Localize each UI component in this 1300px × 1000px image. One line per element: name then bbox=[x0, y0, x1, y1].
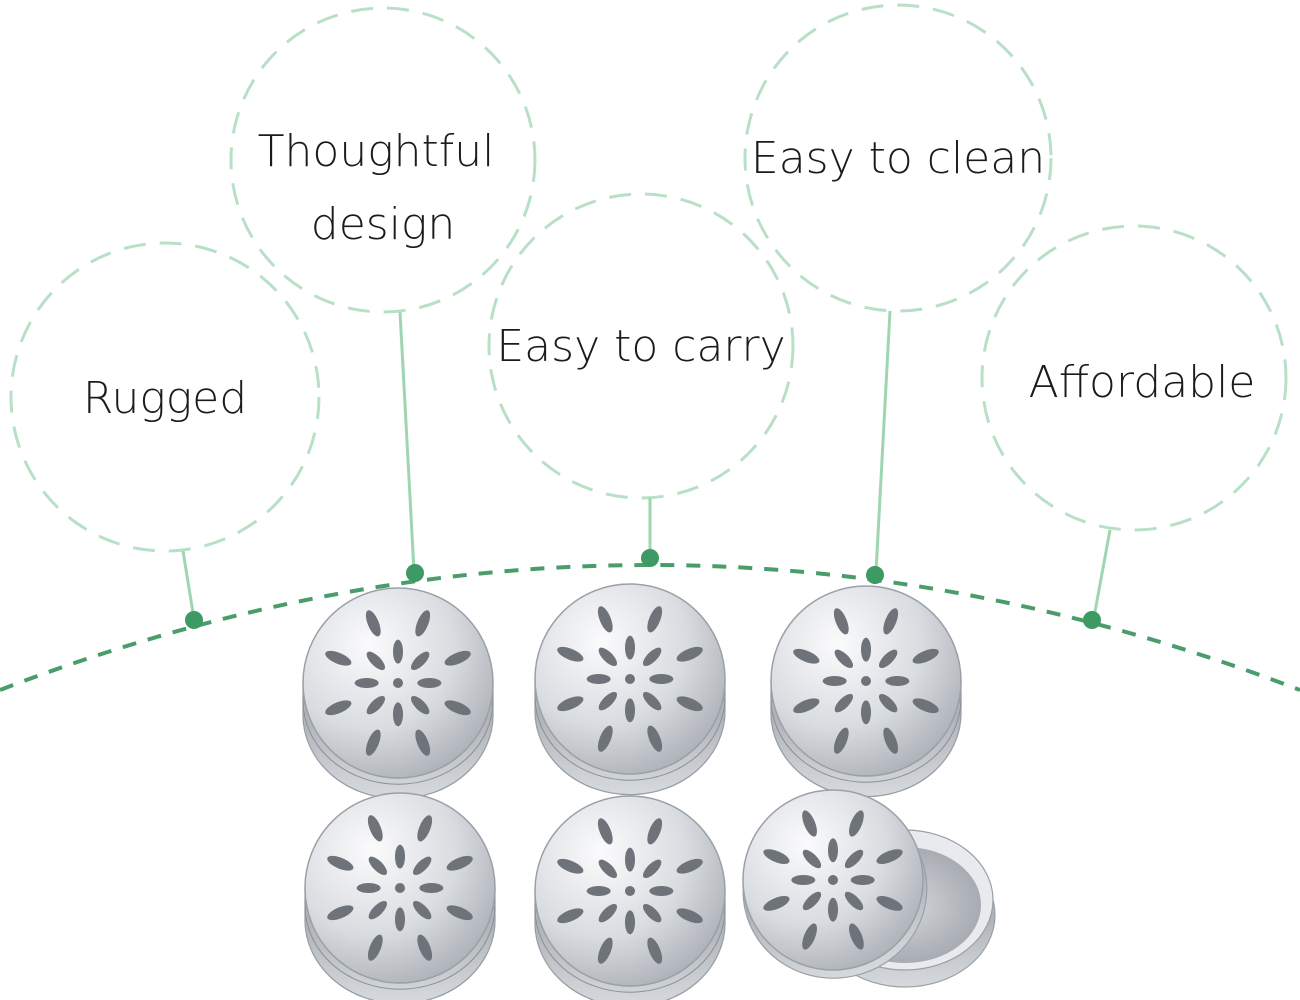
feature-thoughtful-design: Thoughtful design bbox=[229, 6, 537, 582]
feature-thoughtful-design-circle bbox=[229, 6, 537, 314]
feature-easy-to-carry-dot bbox=[641, 549, 659, 567]
tin-icon bbox=[534, 795, 726, 1000]
tin-icon bbox=[302, 587, 494, 800]
open-tin-icon bbox=[742, 789, 996, 988]
feature-easy-to-clean-circle bbox=[743, 3, 1053, 313]
dotted-arc bbox=[0, 563, 1300, 692]
tin-lid bbox=[534, 795, 726, 987]
feature-easy-to-clean-dot bbox=[866, 566, 884, 584]
tin-icon bbox=[304, 792, 496, 1000]
feature-easy-to-carry-circle bbox=[487, 192, 795, 500]
feature-affordable-dot bbox=[1083, 611, 1101, 629]
tin-lid bbox=[534, 583, 726, 775]
tin-lid bbox=[770, 585, 962, 777]
feature-rugged-connector bbox=[181, 550, 196, 620]
feature-affordable-label: Affordable bbox=[1029, 357, 1256, 408]
feature-thoughtful-design-dot bbox=[406, 564, 424, 582]
features-group: Rugged Thoughtful design Easy to carry bbox=[9, 3, 1288, 629]
feature-easy-to-carry-label: Easy to carry bbox=[496, 321, 785, 372]
tin-icon bbox=[770, 585, 962, 798]
feature-easy-to-clean: Easy to clean bbox=[743, 3, 1053, 584]
tin-lid bbox=[302, 587, 494, 779]
feature-easy-to-clean-label: Easy to clean bbox=[751, 133, 1045, 184]
product-tins bbox=[302, 583, 996, 1000]
feature-thoughtful-design-connector bbox=[398, 311, 416, 572]
feature-rugged-circle bbox=[9, 241, 321, 553]
feature-affordable-connector bbox=[1092, 529, 1112, 618]
tin-lid bbox=[304, 792, 496, 984]
feature-easy-to-carry: Easy to carry bbox=[487, 192, 795, 567]
feature-rugged: Rugged bbox=[9, 241, 321, 629]
feature-affordable: Affordable bbox=[980, 224, 1288, 629]
feature-affordable-circle bbox=[980, 224, 1288, 532]
feature-rugged-label: Rugged bbox=[83, 373, 247, 424]
open-tin-lid bbox=[742, 789, 928, 979]
tin-icon bbox=[534, 583, 726, 796]
feature-rugged-dot bbox=[185, 611, 203, 629]
tin-lid bbox=[742, 789, 924, 971]
feature-thoughtful-design-label: Thoughtful design bbox=[258, 126, 509, 250]
feature-easy-to-clean-connector bbox=[874, 310, 892, 573]
